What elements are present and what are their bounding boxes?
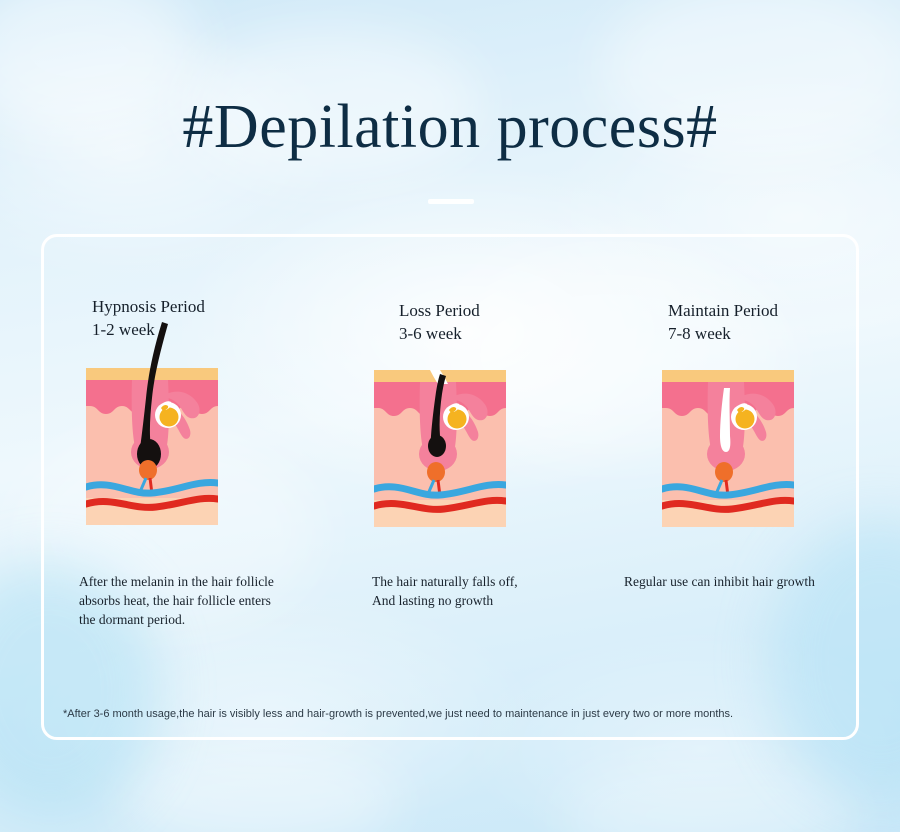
stage-heading-hypnosis: Hypnosis Period 1-2 week — [92, 295, 205, 341]
caption-line2: And lasting no growth — [372, 593, 494, 608]
stage-heading-line1: Maintain Period — [668, 301, 779, 320]
stage-heading-line2: 1-2 week — [92, 320, 155, 339]
skin-follicle-empty-icon — [662, 370, 794, 527]
stage-heading-line2: 7-8 week — [668, 324, 731, 343]
cloud-blob — [120, 745, 400, 832]
skin-follicle-with-detaching-hair-icon — [374, 370, 506, 527]
caption-line1: The hair naturally falls off, — [372, 574, 518, 589]
stage-caption-hypnosis: After the melanin in the hair follicle a… — [79, 572, 329, 629]
stage-heading-line1: Hypnosis Period — [92, 297, 205, 316]
page-title: #Depilation process# — [182, 93, 718, 161]
caption-line2: absorbs heat, the hair follicle enters — [79, 593, 271, 608]
stage-heading-line2: 3-6 week — [399, 324, 462, 343]
stage-caption-loss: The hair naturally falls off, And lastin… — [372, 572, 622, 610]
title-underline-rule — [428, 199, 474, 204]
caption-line3: the dormant period. — [79, 612, 186, 627]
caption-line1: Regular use can inhibit hair growth — [624, 574, 815, 589]
content-frame — [41, 234, 859, 740]
stage-heading-maintain: Maintain Period 7-8 week — [668, 299, 778, 345]
stage-heading-line1: Loss Period — [399, 301, 480, 320]
skin-follicle-with-full-hair-icon — [86, 322, 218, 525]
footnote-text: *After 3-6 month usage,the hair is visib… — [63, 708, 734, 720]
stage-heading-loss: Loss Period 3-6 week — [399, 299, 480, 345]
stage-caption-maintain: Regular use can inhibit hair growth — [624, 572, 874, 591]
caption-line1: After the melanin in the hair follicle — [79, 574, 274, 589]
cloud-blob — [560, 760, 860, 832]
